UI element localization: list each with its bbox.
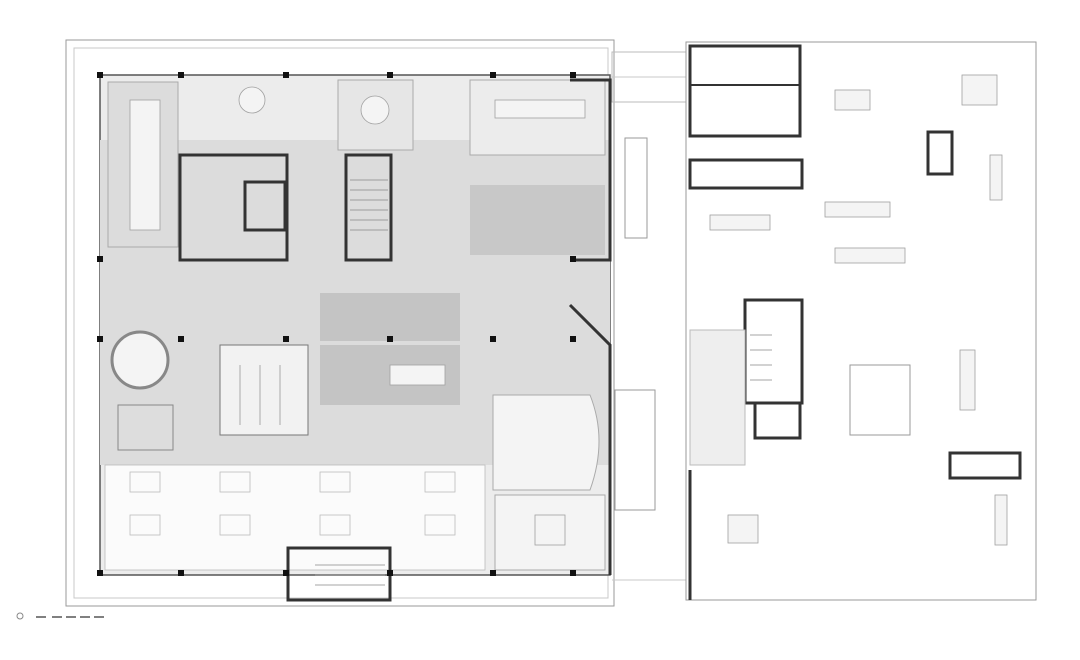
rack-north [989, 154, 1003, 201]
ramp-south [614, 389, 656, 511]
stair-core [344, 153, 393, 262]
phone-booth [117, 404, 174, 451]
elevator-east [753, 401, 802, 440]
east-wall [570, 78, 612, 262]
lounge-zone [470, 185, 605, 255]
kitchen-counter [320, 293, 460, 341]
cafe-table [389, 364, 446, 386]
columns [97, 72, 576, 576]
service-room [688, 158, 804, 190]
desk-north [961, 74, 998, 106]
boardroom-table [494, 99, 586, 119]
conference-table [129, 99, 161, 231]
workbench-2 [824, 201, 891, 218]
tiled-area [689, 329, 746, 466]
shelving [959, 349, 976, 411]
central-corridor [611, 51, 687, 581]
amphitheatre-steps [219, 344, 309, 436]
round-lounge [110, 330, 170, 390]
step-lines [239, 365, 281, 425]
workbench [834, 247, 906, 264]
stair-core-east [743, 298, 804, 405]
ramp-north [624, 137, 648, 239]
south-stair-treads [315, 564, 385, 586]
right-building [685, 41, 1037, 601]
restroom-block [688, 44, 802, 138]
equipment-box [948, 451, 1022, 480]
square-table [534, 514, 566, 546]
desk-north-2 [834, 89, 871, 111]
counter [709, 214, 771, 231]
rack [994, 494, 1008, 546]
east-stair-treads [750, 334, 772, 381]
elevator-shaft [243, 180, 287, 232]
lab-room [849, 364, 911, 436]
workstations [104, 464, 486, 571]
right-envelope [685, 41, 1037, 601]
north-arrow-icon [16, 612, 24, 620]
left-building [65, 39, 615, 607]
angled-wall [568, 303, 612, 575]
outer-envelope [65, 39, 615, 607]
lounge-table [238, 86, 266, 114]
service-core [178, 153, 289, 262]
open-meeting-area [492, 394, 600, 491]
stair-treads [350, 179, 388, 231]
table-east [727, 514, 759, 544]
shaft [926, 130, 954, 176]
round-table [360, 95, 390, 125]
